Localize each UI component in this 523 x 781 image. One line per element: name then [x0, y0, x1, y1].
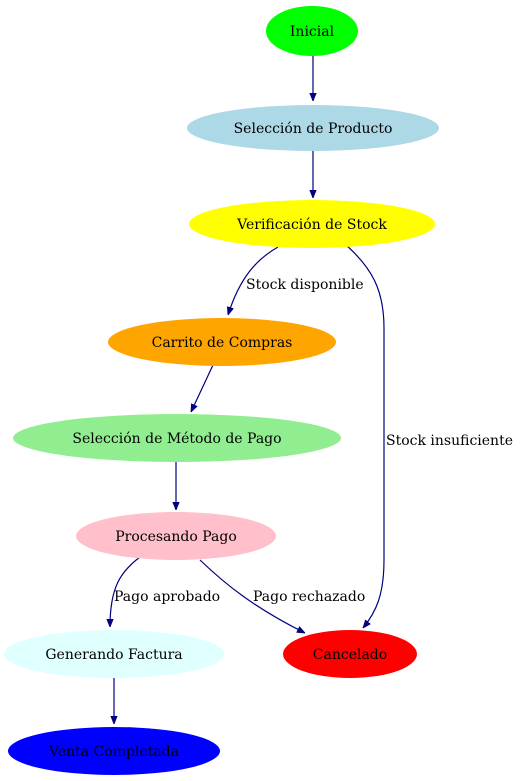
edge-label-stock-insuficiente: Stock insuficiente: [386, 433, 513, 449]
node-verificacion-stock: Verificación de Stock: [189, 200, 435, 248]
node-generando-factura-label: Generando Factura: [45, 647, 182, 663]
node-carrito-shape: [108, 318, 336, 366]
node-seleccion-producto: Selección de Producto: [187, 105, 439, 151]
edge-label-stock-disponible: Stock disponible: [246, 277, 364, 293]
node-carrito-label: Carrito de Compras: [152, 335, 293, 351]
node-procesando-pago-shape: [76, 512, 276, 560]
node-inicial-label: Inicial: [290, 24, 335, 40]
node-cancelado: Cancelado: [283, 630, 417, 678]
node-cancelado-label: Cancelado: [313, 647, 387, 663]
node-inicial: Inicial: [266, 6, 358, 56]
node-inicial-shape: [266, 6, 358, 56]
edge-carrito-to-metodo-pago: [190, 364, 214, 412]
node-seleccion-producto-shape: [187, 105, 439, 151]
nodes: Inicial Selección de Producto Verificaci…: [4, 6, 439, 775]
edge-procesando-pago-to-generando-factura: [110, 556, 141, 627]
node-carrito: Carrito de Compras: [108, 318, 336, 366]
edge-verificacion-stock-to-cancelado: [344, 243, 385, 628]
edge-procesando-pago-to-cancelado: [199, 559, 305, 634]
edges: [110, 56, 385, 724]
edge-label-pago-aprobado: Pago aprobado: [114, 589, 220, 605]
node-venta-completada-label: Venta Completada: [48, 744, 179, 760]
node-metodo-pago-shape: [13, 414, 341, 462]
edge-label-pago-rechazado: Pago rechazado: [253, 589, 365, 605]
node-metodo-pago: Selección de Método de Pago: [13, 414, 341, 462]
node-venta-completada-shape: [8, 727, 220, 775]
node-generando-factura: Generando Factura: [4, 630, 224, 678]
node-verificacion-stock-shape: [189, 200, 435, 248]
node-generando-factura-shape: [4, 630, 224, 678]
edge-labels: Stock disponible Stock insuficiente Pago…: [114, 277, 513, 605]
node-procesando-pago: Procesando Pago: [76, 512, 276, 560]
node-verificacion-stock-label: Verificación de Stock: [236, 217, 387, 233]
node-venta-completada: Venta Completada: [8, 727, 220, 775]
node-metodo-pago-label: Selección de Método de Pago: [72, 431, 281, 447]
node-procesando-pago-label: Procesando Pago: [115, 529, 237, 545]
node-seleccion-producto-label: Selección de Producto: [234, 121, 393, 137]
edge-verificacion-stock-to-carrito: [228, 246, 279, 315]
node-cancelado-shape: [283, 630, 417, 678]
